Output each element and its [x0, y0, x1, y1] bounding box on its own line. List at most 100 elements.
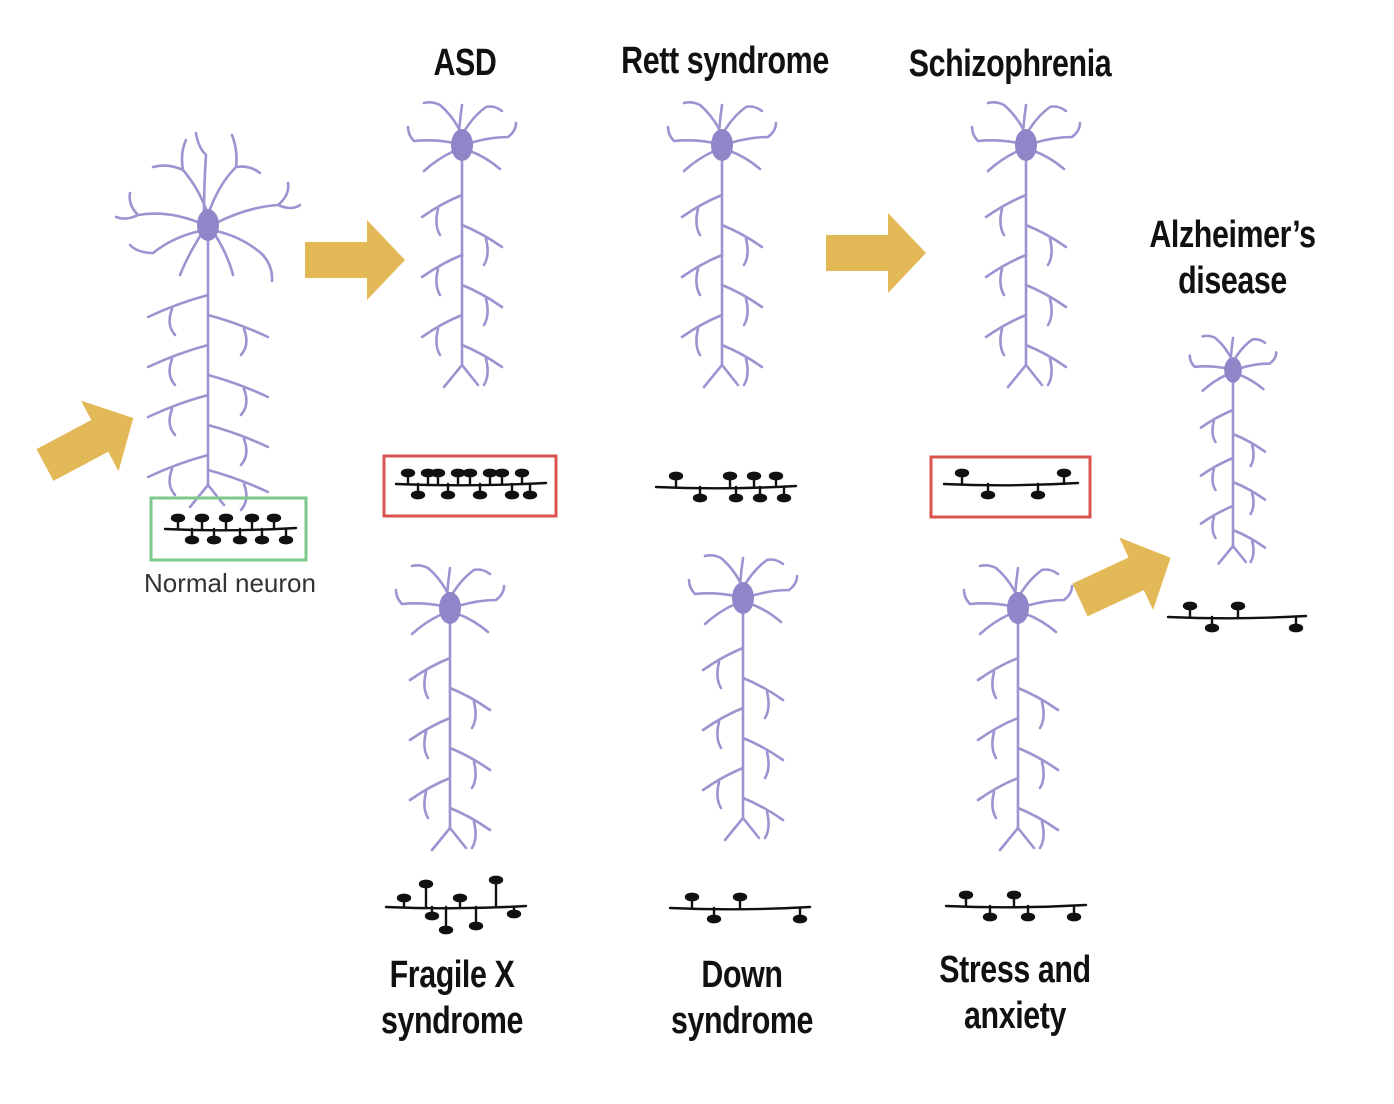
- label-rett-syndrome: Rett syndrome: [621, 40, 829, 82]
- branch-stress-4: [976, 776, 1020, 820]
- spine-head-down-3: [792, 914, 808, 924]
- branch-fragile-x-2: [408, 716, 452, 760]
- branch-asd-4: [420, 313, 464, 357]
- spine-head-alzheimers-2: [1230, 601, 1246, 611]
- basal-down: [723, 816, 761, 842]
- branch-normal-2: [146, 343, 210, 387]
- label-asd: ASD: [433, 42, 497, 84]
- label-fragile-x-line2: syndrome: [380, 1000, 524, 1042]
- dendrite-segment-asd: [394, 481, 548, 487]
- basal-stress: [998, 826, 1036, 852]
- branch-fragile-x-4: [408, 776, 452, 820]
- branch-normal-4: [146, 393, 210, 437]
- branch-schizophrenia-3: [1024, 283, 1068, 327]
- dendrite-stress-0: [978, 564, 1020, 600]
- dendrite-segment-fragile-x: [384, 904, 528, 910]
- label-fragile-x-line1: Fragile X: [389, 954, 515, 996]
- dendrite-fragile-x-6: [456, 612, 490, 634]
- branch-normal-6: [146, 453, 210, 497]
- spine-head-down-1: [706, 914, 722, 924]
- arrow-shape-to-schizophrenia: [826, 213, 926, 293]
- spine-head-schizophrenia-3: [1056, 468, 1072, 478]
- label-alzheimers: Alzheimer’s disease: [1135, 212, 1331, 304]
- arrow-shape-to-normal: [36, 400, 134, 481]
- branch-schizophrenia-2: [984, 253, 1028, 297]
- label-normal-neuron: Normal neuron: [144, 568, 316, 598]
- spine-head-asd-12: [522, 490, 538, 500]
- label-fragile-x: Fragile X syndrome: [364, 952, 540, 1044]
- spine-head-fragile-x-5: [468, 921, 484, 931]
- branch-asd-2: [420, 253, 464, 297]
- branch-fragile-x-1: [448, 686, 492, 730]
- dendrite-normal-1: [206, 133, 262, 217]
- spine-head-normal-3: [206, 535, 222, 545]
- dendrite-alzheimers-6: [1238, 373, 1265, 391]
- basal-alzheimers: [1217, 544, 1248, 565]
- branch-normal-1: [206, 313, 270, 357]
- dendrite-segment-schizophrenia: [942, 481, 1080, 487]
- dendrite-normal-2: [194, 131, 208, 215]
- label-schizophrenia: Schizophrenia: [908, 43, 1112, 85]
- spine-head-alzheimers-0: [1182, 601, 1198, 611]
- spine-head-normal-8: [266, 513, 282, 523]
- spine-head-rett-7: [776, 493, 792, 503]
- spines-schizophrenia: [942, 468, 1080, 500]
- dendrite-normal-4: [214, 181, 302, 225]
- neuron-alzheimers: [1188, 334, 1278, 565]
- arrows-layer: [36, 213, 1171, 617]
- dendrite-rett-6: [728, 149, 762, 171]
- dendrite-asd-0: [422, 101, 464, 137]
- spine-head-asd-11: [514, 468, 530, 478]
- spine-head-fragile-x-6: [488, 875, 504, 885]
- dendrite-schizophrenia-3: [970, 125, 1020, 145]
- spine-head-asd-4: [440, 490, 456, 500]
- branch-alzheimers-1: [1231, 432, 1267, 468]
- dendrite-rett-4: [728, 121, 778, 145]
- box-asd: [382, 454, 558, 518]
- dendrite-schizophrenia-4: [1032, 121, 1082, 145]
- dendrite-rett-3: [666, 125, 716, 145]
- neuron-normal: [114, 131, 302, 512]
- dendrite-stress-4: [1024, 584, 1074, 608]
- spines-asd: [394, 468, 548, 500]
- dendrite-asd-6: [468, 149, 502, 171]
- label-down-syndrome: Down syndrome: [654, 952, 830, 1044]
- dendrite-normal-7: [178, 231, 235, 277]
- spine-head-fragile-x-3: [438, 925, 454, 935]
- branch-stress-3: [1016, 746, 1060, 790]
- arrow-to-alzheimers: [1072, 537, 1171, 617]
- spine-head-normal-6: [244, 513, 260, 523]
- spine-head-down-2: [732, 892, 748, 902]
- branch-schizophrenia-4: [984, 313, 1028, 357]
- dendrite-segment-down: [668, 905, 812, 911]
- dendrite-normal-5: [128, 229, 202, 255]
- spine-head-asd-8: [482, 468, 498, 478]
- spines-layer: [163, 468, 1308, 935]
- dendrite-segment-rett: [654, 484, 798, 490]
- spine-head-normal-0: [170, 513, 186, 523]
- dendrite-down-2: [738, 556, 745, 588]
- branch-stress-2: [976, 716, 1020, 760]
- basal-fragile-x: [430, 826, 468, 852]
- arrow-shape-to-asd: [305, 220, 405, 300]
- dendrite-alzheimers-0: [1201, 334, 1235, 364]
- branch-asd-1: [460, 223, 504, 267]
- branch-normal-7: [206, 468, 270, 512]
- dendrite-fragile-x-3: [394, 588, 444, 608]
- branch-schizophrenia-5: [1024, 343, 1068, 387]
- branch-schizophrenia-1: [1024, 223, 1068, 267]
- dendrite-rett-0: [682, 101, 724, 137]
- spines-alzheimers: [1166, 601, 1308, 633]
- spine-head-normal-2: [194, 513, 210, 523]
- branch-down-5: [741, 796, 785, 840]
- branch-rett-4: [680, 313, 724, 357]
- spine-head-rett-5: [752, 493, 768, 503]
- branch-alzheimers-2: [1199, 456, 1235, 492]
- spine-head-alzheimers-1: [1204, 623, 1220, 633]
- dendrite-alzheimers-1: [1231, 337, 1267, 364]
- dendrite-schizophrenia-5: [986, 149, 1020, 173]
- branch-asd-0: [420, 193, 464, 237]
- dendrite-asd-3: [406, 125, 456, 145]
- neuron-stress: [962, 564, 1074, 852]
